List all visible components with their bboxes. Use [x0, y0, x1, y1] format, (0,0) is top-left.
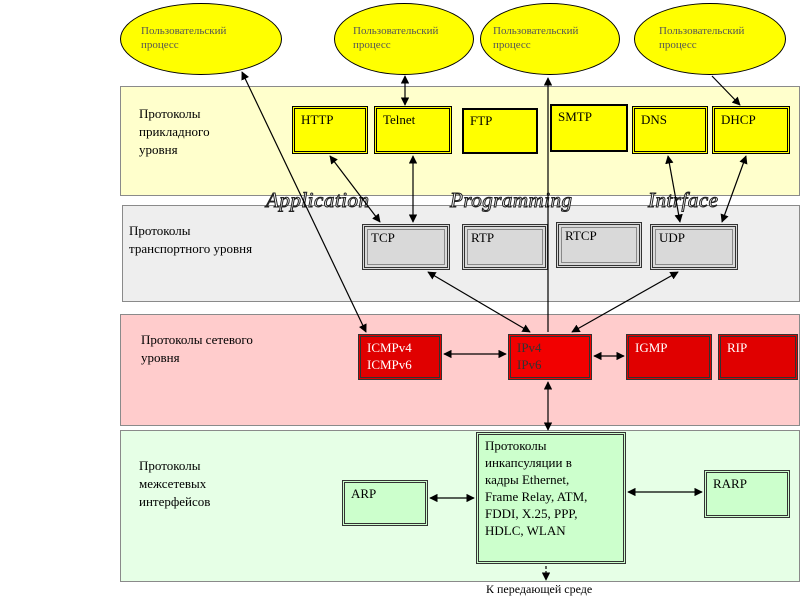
- rarp-box: RARP: [704, 470, 790, 518]
- user-process-label: Пользовательский процесс: [141, 25, 227, 51]
- interface-layer-label: Протоколы межсетевых интерфейсов: [139, 458, 211, 509]
- arp-box: ARP: [342, 480, 428, 526]
- ip-box: IPv4 IPv6: [508, 334, 592, 380]
- application-layer-label: Протоколы прикладного уровня: [139, 106, 210, 157]
- arrow-http-tcp: [329, 155, 381, 223]
- rtcp-box: RTCP: [556, 222, 642, 268]
- user-process-2: Пользовательский процесс: [334, 3, 474, 75]
- interface-layer: Протоколы межсетевых интерфейсов: [120, 430, 800, 582]
- arrow-udp-ip: [571, 271, 679, 333]
- arrow-tcp-ip: [427, 271, 531, 333]
- arrow-process1-icmp: [241, 71, 367, 333]
- igmp-box: IGMP: [626, 334, 712, 380]
- dhcp-box: DHCP: [712, 106, 790, 154]
- smtp-box: SMTP: [550, 104, 628, 152]
- user-process-label: Пользовательский процесс: [659, 25, 745, 51]
- icmp-box: ICMPv4 ICMPv6: [358, 334, 442, 380]
- user-process-label: Пользовательский процесс: [493, 25, 579, 51]
- user-process-4: Пользовательский процесс: [634, 3, 786, 75]
- transport-layer-label: Протоколы транспортного уровня: [129, 223, 253, 256]
- arrow-process4-dhcp: [711, 75, 741, 106]
- dns-box: DNS: [632, 106, 708, 154]
- bottom-note: К передающей среде: [486, 582, 593, 596]
- network-layer-label: Протоколы сетевого уровня: [141, 332, 253, 365]
- api-word-programming: Programming: [450, 188, 573, 213]
- arrow-dns-udp: [665, 155, 683, 223]
- ftp-box: FTP: [462, 108, 538, 154]
- udp-box: UDP: [650, 224, 738, 270]
- arrow-dhcp-udp: [720, 155, 748, 223]
- user-process-3: Пользовательский процесс: [480, 3, 620, 75]
- encapsulation-box: Протоколы инкапсуляции в кадры Ethernet,…: [476, 432, 626, 564]
- rtp-box: RTP: [462, 224, 548, 270]
- rip-box: RIP: [718, 334, 798, 380]
- user-process-1: Пользовательский процесс: [120, 3, 282, 75]
- api-word-interface: Intrfaсe: [647, 188, 719, 213]
- telnet-box: Telnet: [374, 106, 452, 154]
- user-process-label: Пользовательский процесс: [353, 25, 439, 51]
